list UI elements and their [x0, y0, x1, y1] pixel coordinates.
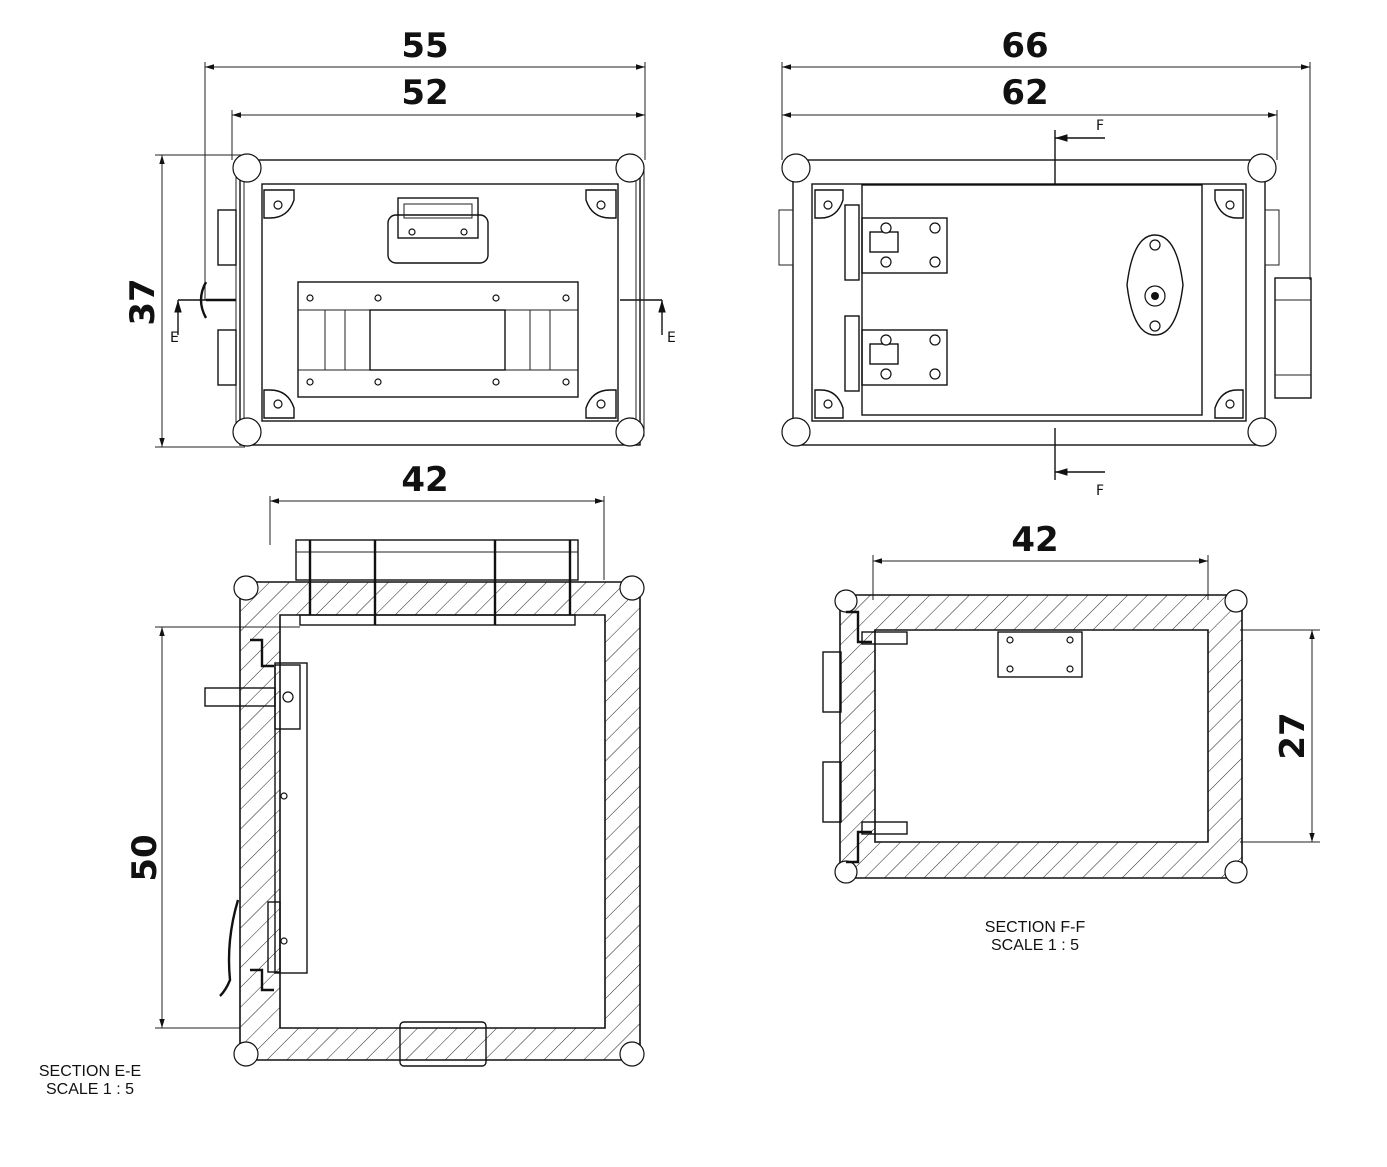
dimension-section-e-width: 42: [269, 460, 605, 580]
dim-label-50: 50: [125, 834, 165, 881]
section-arrow-f-top: F: [1054, 118, 1105, 185]
back-corner-ball-icons: [781, 153, 1277, 447]
section-e-view: 42 50: [39, 460, 645, 1098]
front-view: 55 52 37 E E: [123, 26, 676, 448]
section-arrow-f-bottom: F: [1054, 428, 1105, 499]
butterfly-latch-icon: [1126, 234, 1184, 336]
case-outline: [239, 159, 641, 446]
corner-ball-icons: [232, 153, 645, 447]
section-f-title: SECTION F-F: [985, 919, 1086, 936]
back-corner-bracket-icons: [814, 189, 1244, 419]
section-f-view: 42 27: [822, 520, 1320, 954]
section-f-hinge-icons: [822, 610, 908, 864]
back-lid-panel: [861, 184, 1203, 416]
section-e-corner-ball-icons: [233, 575, 645, 1067]
section-e-side-latch-icon: [204, 638, 308, 997]
mounting-plate: [297, 281, 579, 398]
back-case-outline: [792, 159, 1266, 446]
section-arrow-e-right: E: [620, 299, 676, 346]
dimension-section-f-width: 42: [872, 520, 1209, 600]
corner-bracket-icons: [263, 189, 617, 419]
section-f-scale: SCALE 1 : 5: [991, 937, 1079, 954]
case-panel: [261, 183, 619, 422]
svg-text:F: F: [1096, 118, 1104, 134]
svg-text:F: F: [1096, 483, 1104, 499]
dim-label-37: 37: [123, 278, 163, 325]
svg-text:E: E: [667, 330, 676, 346]
back-side-handle-icon: [778, 209, 1312, 399]
section-f-corner-ball-icons: [834, 589, 1248, 884]
section-e-scale: SCALE 1 : 5: [46, 1081, 134, 1098]
dimension-section-f-height: 27: [1240, 629, 1320, 843]
dimension-back-inner-width: 62: [782, 73, 1278, 160]
dim-label-55: 55: [401, 26, 448, 66]
section-e-title: SECTION E-E: [39, 1063, 141, 1080]
back-view: 66 62 F F: [778, 26, 1312, 499]
dimension-front-outer-width: 55: [204, 26, 646, 300]
dim-label-27: 27: [1273, 712, 1313, 759]
dimension-back-outer-width: 66: [781, 26, 1311, 280]
hinge-icons: [844, 204, 948, 392]
top-handle-icon: [387, 197, 489, 264]
section-e-walls: [239, 581, 641, 1061]
section-f-lid-plate-icon: [997, 631, 1083, 678]
svg-text:E: E: [170, 330, 179, 346]
section-f-walls: [839, 594, 1243, 879]
dim-label-66: 66: [1001, 26, 1048, 66]
section-e-bottom-foot: [399, 1021, 487, 1067]
dimension-front-height: 37: [123, 154, 245, 448]
dim-label-52: 52: [401, 73, 448, 113]
dimension-front-inner-width: 52: [231, 73, 645, 160]
dimension-section-e-depth: 50: [125, 626, 300, 1029]
dim-label-42-e: 42: [401, 460, 448, 500]
dim-label-62: 62: [1001, 73, 1048, 113]
dim-label-42-f: 42: [1011, 520, 1058, 560]
section-e-top-handle-icon: [295, 539, 579, 626]
side-latch-icons: [199, 209, 237, 386]
